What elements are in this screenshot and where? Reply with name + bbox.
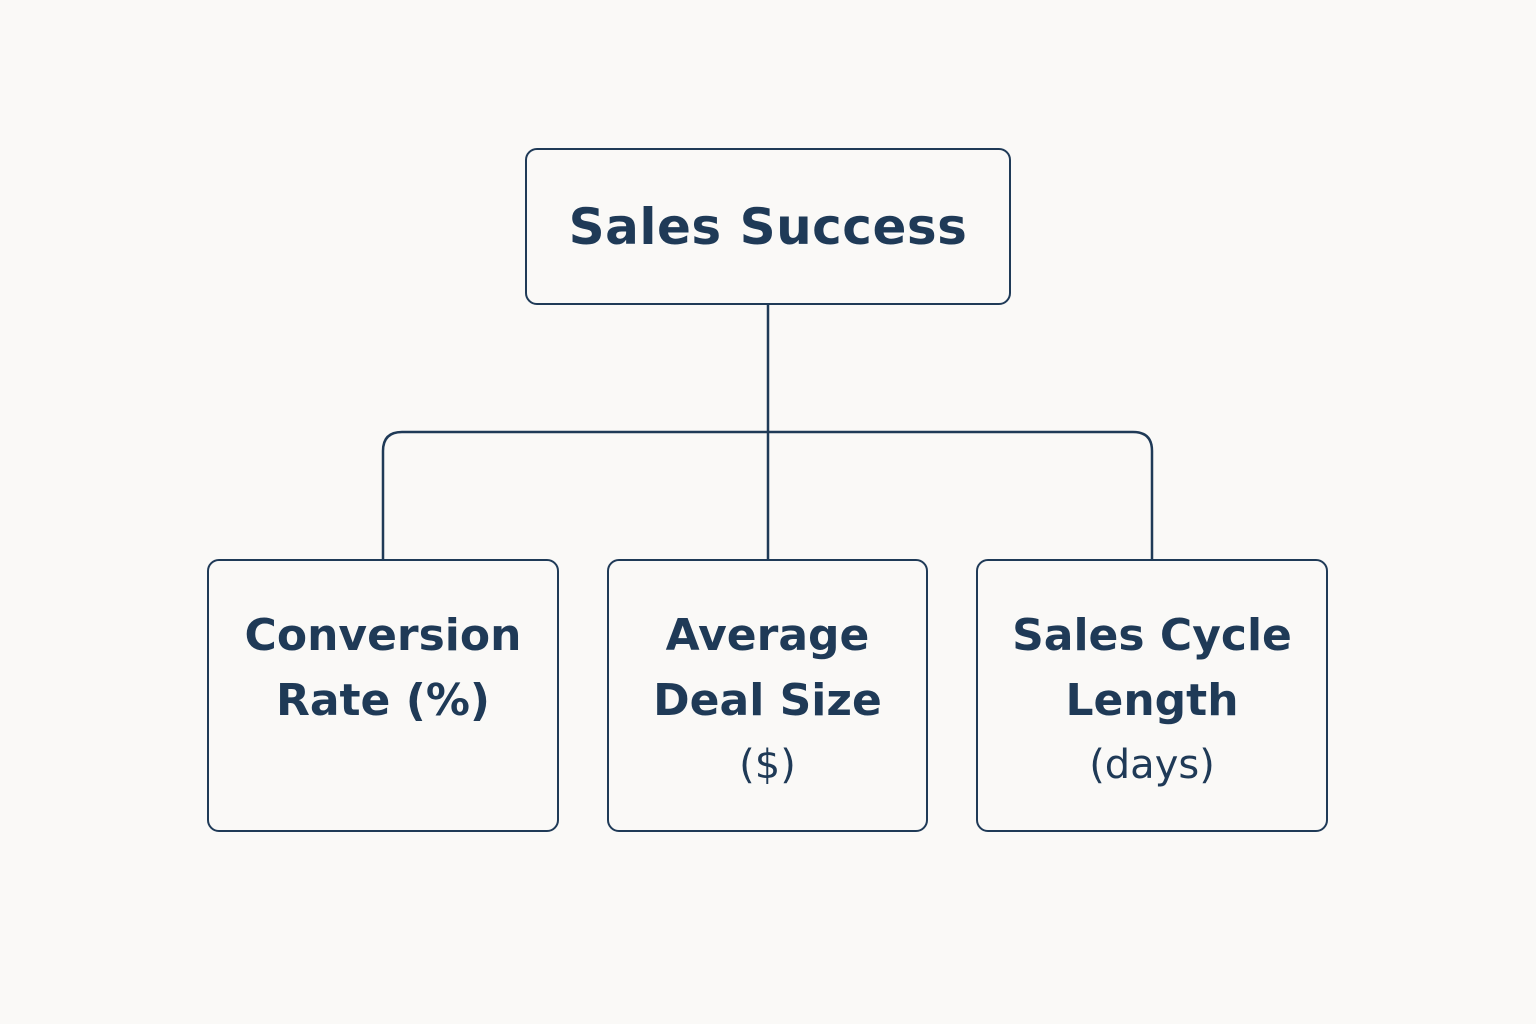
child-node-label-line: Length <box>1065 675 1239 726</box>
root-node-label: Sales Success <box>568 197 968 256</box>
child-node-unit: ($) <box>739 742 796 788</box>
child-node-conversion-rate: Conversion Rate (%) <box>207 559 559 832</box>
child-node-average-deal-size: Average Deal Size ($) <box>607 559 928 832</box>
child-node-label-line: Conversion <box>244 610 522 661</box>
branch-line <box>381 430 1154 559</box>
root-node: Sales Success <box>525 148 1011 305</box>
child-node-label-line: Sales Cycle <box>1012 610 1292 661</box>
child-node-label-line: Deal Size <box>653 675 882 726</box>
child-node-sales-cycle-length: Sales Cycle Length (days) <box>976 559 1328 832</box>
child-node-label-line: Rate (%) <box>275 675 491 726</box>
child-node-unit: (days) <box>1089 742 1215 788</box>
child-node-label-line: Average <box>665 610 870 661</box>
